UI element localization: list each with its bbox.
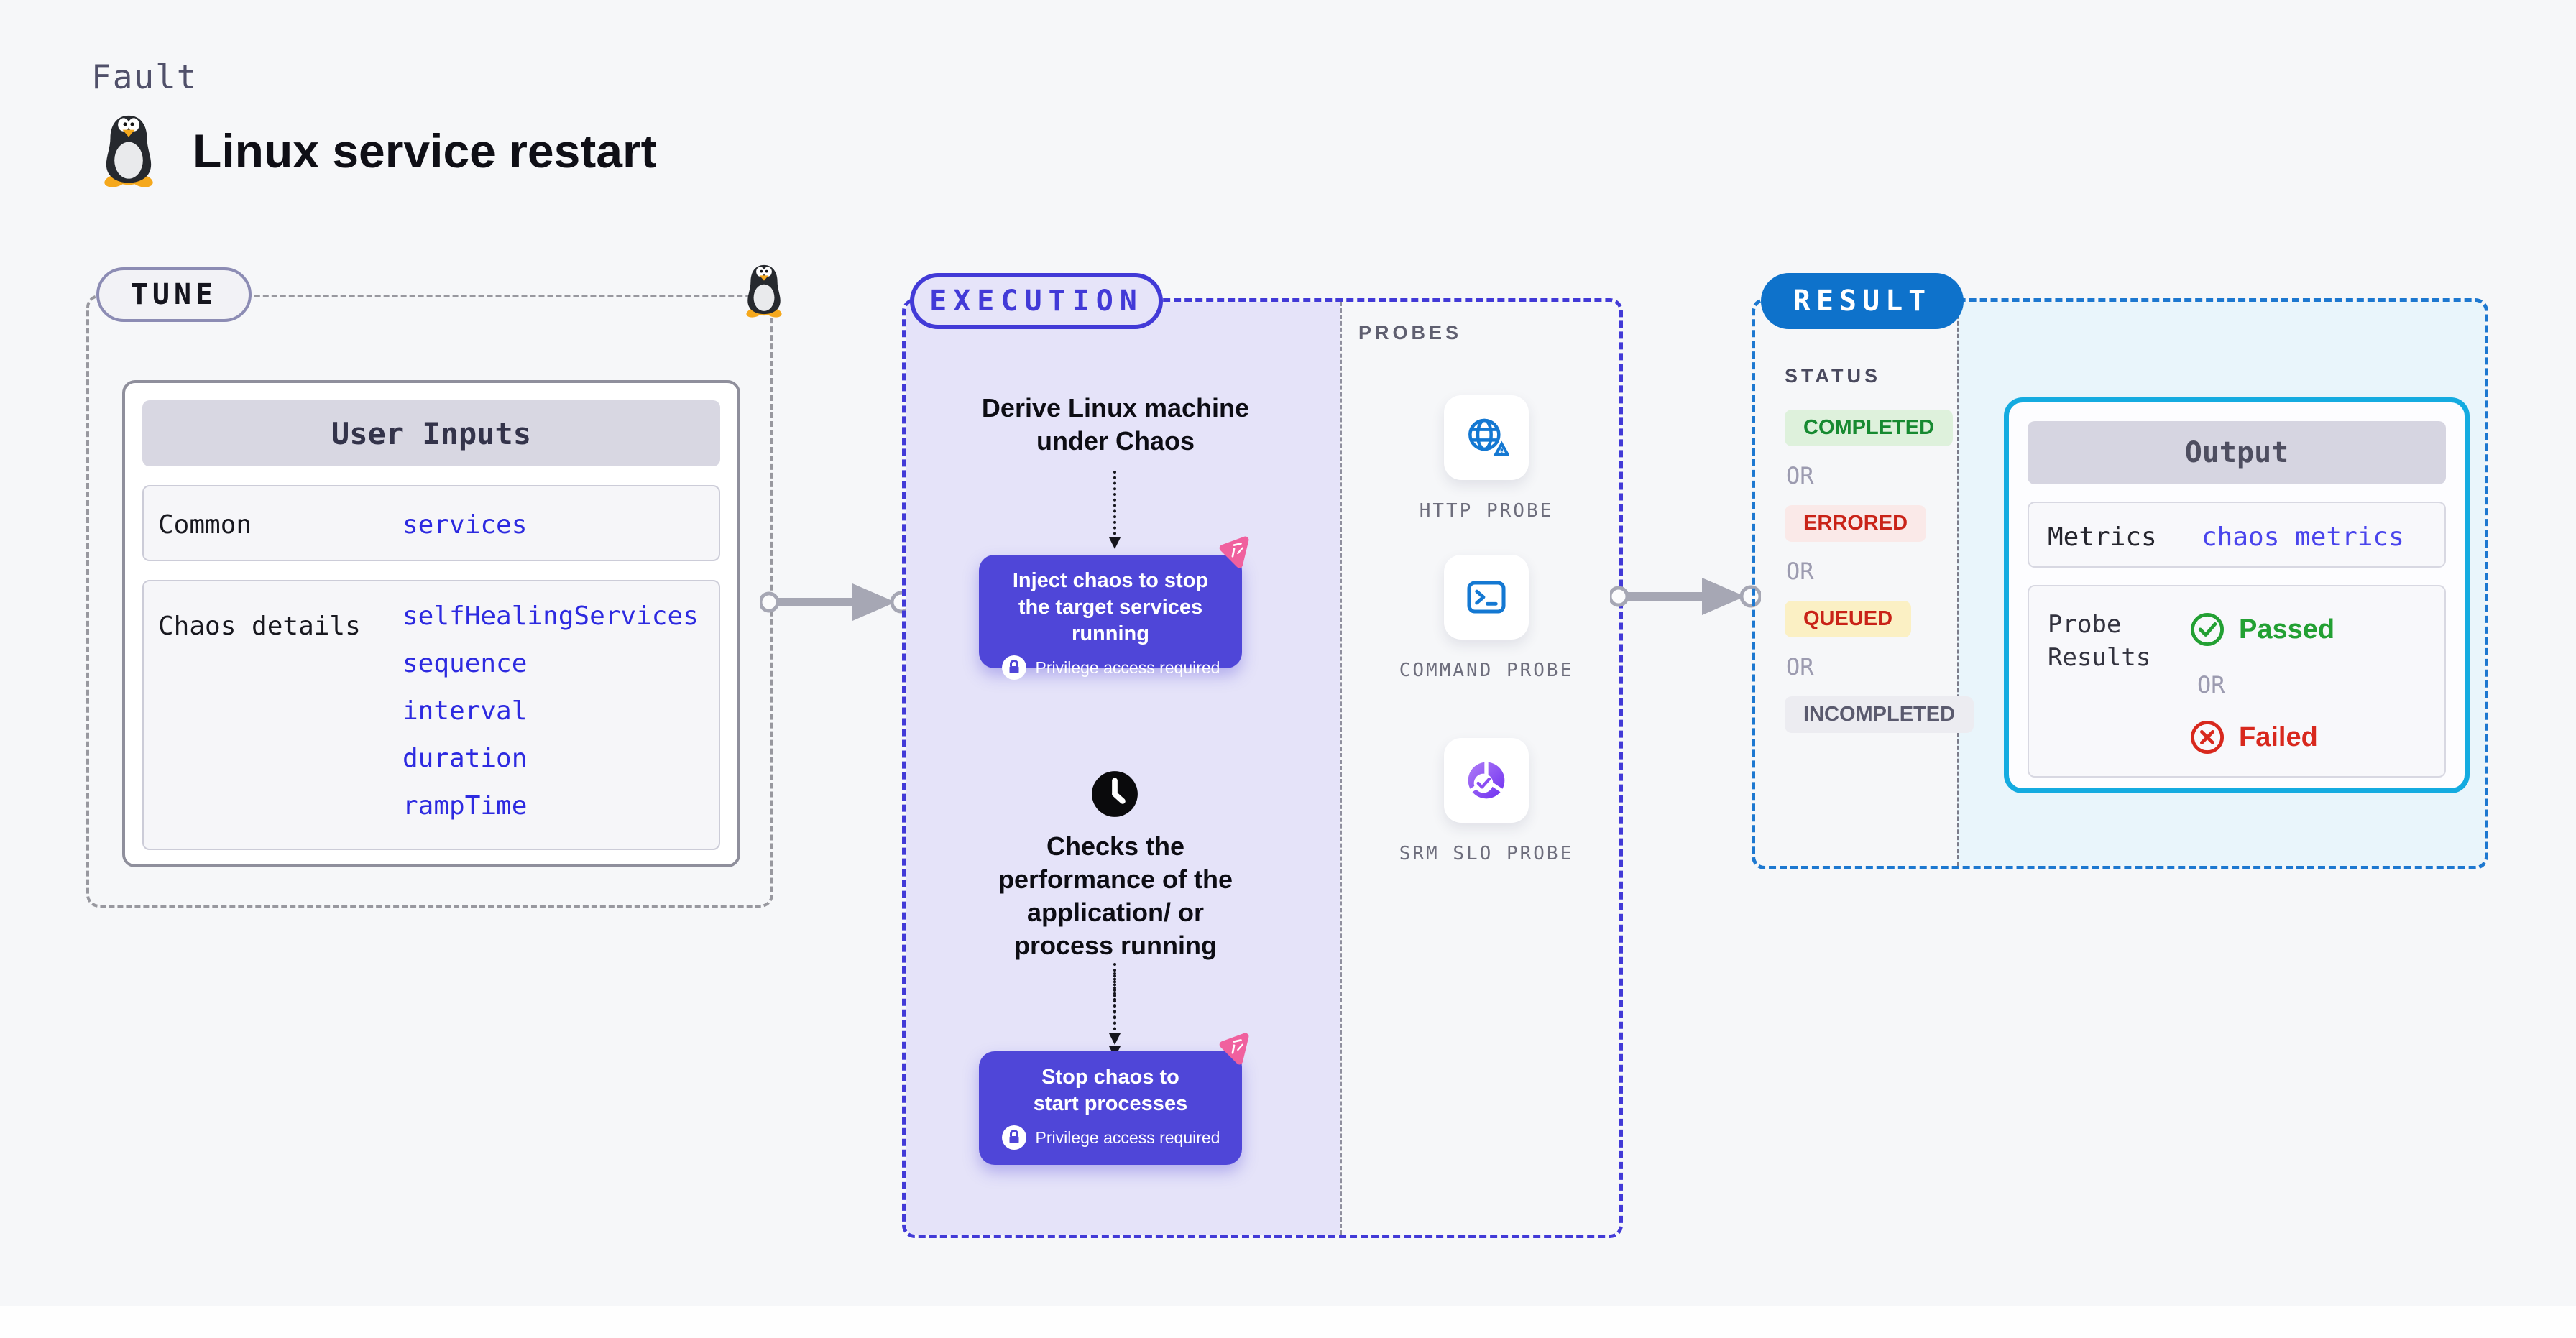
status-or-separator: OR [1786, 462, 1814, 489]
flow-connector-arrow [1109, 471, 1121, 549]
stop-chaos-node: Stop chaos to start processes Privilege … [979, 1051, 1242, 1165]
input-variable: rampTime [402, 791, 528, 821]
metrics-value: chaos metrics [2202, 522, 2404, 552]
status-or-separator: OR [1786, 653, 1814, 680]
probes-label: PROBES [1358, 322, 1463, 343]
execution-probes-divider [1340, 302, 1342, 1235]
globe-alert-icon [1444, 395, 1529, 480]
status-badge-errored: ERRORED [1785, 505, 1927, 542]
probe-result-failed: Failed [2189, 719, 2318, 756]
x-circle-icon [2190, 720, 2225, 755]
probe-name: SRM SLO PROBE [1399, 843, 1574, 864]
row-values: selfHealingServices sequence interval durat… [402, 601, 699, 839]
arrow-tune-to-execution [760, 581, 911, 624]
fault-kicker: Fault [91, 57, 198, 96]
probe-results-label: Probe Results [2048, 610, 2151, 672]
privilege-note: Privilege access required [979, 1125, 1242, 1150]
lock-icon [1001, 655, 1026, 680]
result-status-divider [1957, 302, 1959, 866]
probe-item: HTTP PROBE [1357, 395, 1616, 525]
probe-result-passed: Passed [2189, 611, 2334, 648]
input-variable: interval [402, 696, 528, 726]
wait-clock-icon [1091, 770, 1138, 821]
row-label: Common [158, 510, 252, 540]
chaos-pink-icon [1217, 536, 1250, 569]
inject-chaos-title: Inject chaos to stop the target services… [1012, 569, 1209, 645]
status-badge-completed: COMPLETED [1785, 410, 1954, 446]
probe-name: HTTP PROBE [1419, 500, 1554, 522]
input-variable: selfHealingServices [402, 601, 699, 631]
probe-result-or: OR [2197, 671, 2225, 698]
input-variable: duration [402, 744, 528, 773]
input-variable: services [402, 510, 528, 540]
status-label: STATUS [1785, 365, 1881, 387]
lock-icon [1001, 1125, 1026, 1150]
result-section: RESULT STATUS COMPLETED OR ERRORED OR QUEUED… [1752, 273, 2488, 869]
check-circle-icon [2190, 612, 2225, 647]
output-card: Output Metrics chaos metrics Probe Resul… [2004, 397, 2470, 793]
probe-name: COMMAND PROBE [1399, 660, 1574, 681]
output-header: Output [2028, 421, 2446, 484]
row-label: Chaos details [158, 612, 361, 641]
input-variable: sequence [402, 649, 528, 678]
probe-item: SRM SLO PROBE [1357, 738, 1616, 867]
bottom-strip [0, 1306, 2576, 1338]
metrics-label: Metrics [2048, 522, 2157, 552]
probe-item: COMMAND PROBE [1357, 555, 1616, 684]
user-inputs-header: User Inputs [142, 400, 720, 466]
slo-donut-icon [1444, 738, 1529, 823]
linux-tux-icon [98, 114, 160, 190]
chaos-pink-icon [1217, 1033, 1250, 1066]
status-or-separator: OR [1786, 558, 1814, 585]
terminal-icon [1444, 555, 1529, 640]
arrow-execution-to-result [1610, 575, 1761, 618]
execution-step-check: Checks the performance of the applicatio… [998, 831, 1233, 960]
row-values: services [402, 510, 527, 558]
user-inputs-row: Common services [142, 485, 720, 561]
probe-results-row: Probe Results Passed OR Failed [2028, 585, 2446, 778]
execution-step-derive: Derive Linux machine under Chaos [981, 393, 1250, 456]
privilege-note: Privilege access required [979, 655, 1242, 680]
status-badge-queued: QUEUED [1785, 601, 1912, 637]
user-inputs-row: Chaos details selfHealingServices sequence… [142, 580, 720, 850]
result-badge: RESULT [1761, 273, 1964, 329]
status-column: COMPLETED OR ERRORED OR QUEUED OR INCOMPLETED [1785, 410, 1974, 733]
status-badge-incompleted: INCOMPLETED [1785, 696, 1974, 733]
inject-chaos-node: Inject chaos to stop the target services… [979, 555, 1242, 680]
page-title: Linux service restart [193, 124, 657, 177]
linux-tux-corner-icon [742, 263, 786, 320]
tune-badge: TUNE [96, 267, 252, 322]
execution-section: EXECUTION Derive Linux machine under Cha… [902, 273, 1623, 1238]
execution-badge: EXECUTION [910, 273, 1163, 329]
flow-connector-arrow [1109, 972, 1121, 1044]
metrics-row: Metrics chaos metrics [2028, 502, 2446, 568]
stop-chaos-title: Stop chaos to start processes [1033, 1066, 1188, 1115]
